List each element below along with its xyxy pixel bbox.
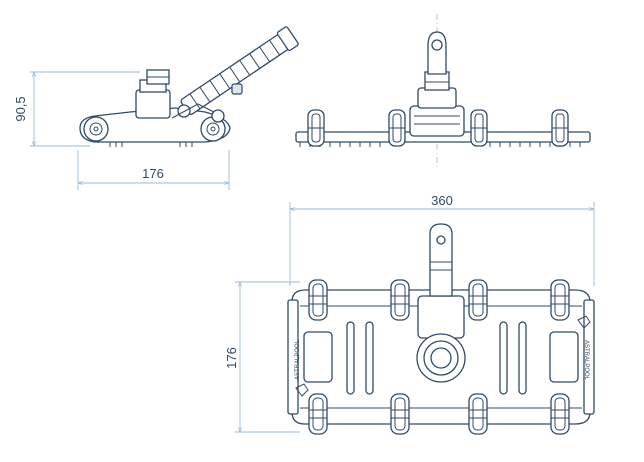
logo-icon-left xyxy=(295,383,309,397)
side-dimensions: 90,5 176 xyxy=(13,72,229,190)
logo-icon-right xyxy=(577,315,591,329)
top-width-label: 360 xyxy=(431,193,453,208)
front-view xyxy=(295,14,591,170)
brand-text-right: ASTRALPOOL xyxy=(583,340,589,381)
top-dimensions: 360 176 xyxy=(224,193,594,432)
side-width-label: 176 xyxy=(142,166,164,181)
side-height-label: 90,5 xyxy=(13,96,28,121)
brand-text-left: ASTRALPOOL xyxy=(295,339,301,380)
top-view: ASTRALPOOL ASTRALPOOL xyxy=(287,223,595,435)
top-height-label: 176 xyxy=(224,347,239,369)
side-view xyxy=(79,26,299,147)
